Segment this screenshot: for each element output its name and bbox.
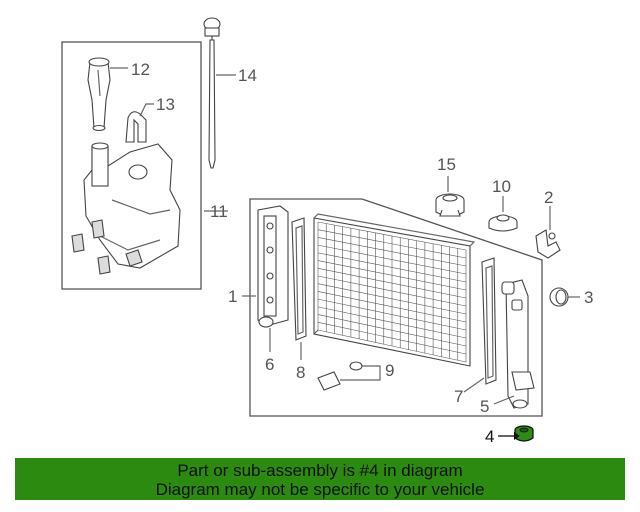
banner-line-disclaimer: Diagram may not be specific to your vehi… bbox=[155, 480, 485, 499]
core-fin-horizontal bbox=[317, 229, 467, 259]
callout-3: 3 bbox=[584, 288, 593, 307]
part-9-drain-plug[interactable] bbox=[317, 361, 363, 391]
callout-14: 14 bbox=[238, 66, 257, 85]
banner-line-part-number: Part or sub-assembly is #4 in diagram bbox=[177, 461, 463, 480]
part-7-right-gasket[interactable] bbox=[481, 257, 497, 385]
leader-lines bbox=[110, 67, 580, 440]
part-2-bracket[interactable] bbox=[535, 229, 561, 259]
callout-6: 6 bbox=[265, 355, 274, 374]
callout-7: 7 bbox=[454, 387, 463, 406]
part-13-hose[interactable] bbox=[125, 111, 147, 143]
callout-2: 2 bbox=[544, 188, 553, 207]
radiator-group-box bbox=[249, 198, 543, 417]
radiator-core-grid bbox=[317, 221, 467, 363]
core-fin-horizontal bbox=[317, 267, 467, 299]
part-12-filler-neck[interactable] bbox=[87, 57, 111, 132]
info-banner: Part or sub-assembly is #4 in diagram Di… bbox=[15, 458, 625, 500]
callout-10: 10 bbox=[492, 177, 511, 196]
core-fin-horizontal bbox=[317, 283, 467, 315]
washer-reservoir-tank[interactable] bbox=[71, 142, 181, 275]
part-14-dipstick[interactable] bbox=[203, 17, 221, 169]
part-15-thermostat[interactable] bbox=[435, 193, 465, 217]
core-fin-horizontal bbox=[317, 329, 467, 363]
callout-12: 12 bbox=[131, 60, 150, 79]
core-fin-horizontal bbox=[317, 306, 467, 339]
core-fin-horizontal bbox=[317, 275, 467, 307]
part-8-left-gasket[interactable] bbox=[291, 217, 307, 341]
callout-15: 15 bbox=[437, 155, 456, 174]
callout-8: 8 bbox=[296, 363, 305, 382]
callout-4: 4 bbox=[485, 427, 494, 446]
radiator-core[interactable] bbox=[313, 213, 476, 367]
callout-5: 5 bbox=[480, 397, 489, 416]
core-fin-horizontal bbox=[317, 260, 467, 291]
callout-labels: 12 13 14 11 1 15 10 2 3 6 8 9 7 5 4 bbox=[131, 60, 593, 446]
core-fin-horizontal bbox=[317, 244, 467, 275]
part-6-left-tank[interactable] bbox=[257, 205, 289, 328]
washer-reservoir-group-box bbox=[61, 41, 202, 290]
part-5-right-tank[interactable] bbox=[501, 279, 535, 409]
core-fin-horizontal bbox=[317, 298, 467, 331]
core-fin-horizontal bbox=[317, 237, 467, 267]
part-10-radiator-cap[interactable] bbox=[488, 214, 518, 232]
core-fin-horizontal bbox=[317, 291, 467, 323]
part-3-plug[interactable] bbox=[549, 287, 569, 307]
part-4-mount-highlighted[interactable] bbox=[514, 425, 534, 442]
core-fin-horizontal bbox=[317, 221, 467, 251]
callout-1: 1 bbox=[228, 287, 237, 306]
core-fin-horizontal bbox=[317, 321, 467, 355]
callout-13: 13 bbox=[156, 95, 175, 114]
parts-diagram: 12 13 14 11 1 15 10 2 3 6 8 9 7 5 4 bbox=[61, 17, 593, 446]
callout-9: 9 bbox=[385, 361, 394, 380]
core-fin-horizontal bbox=[317, 314, 467, 347]
core-fin-horizontal bbox=[317, 252, 467, 283]
callout-11: 11 bbox=[210, 202, 228, 221]
